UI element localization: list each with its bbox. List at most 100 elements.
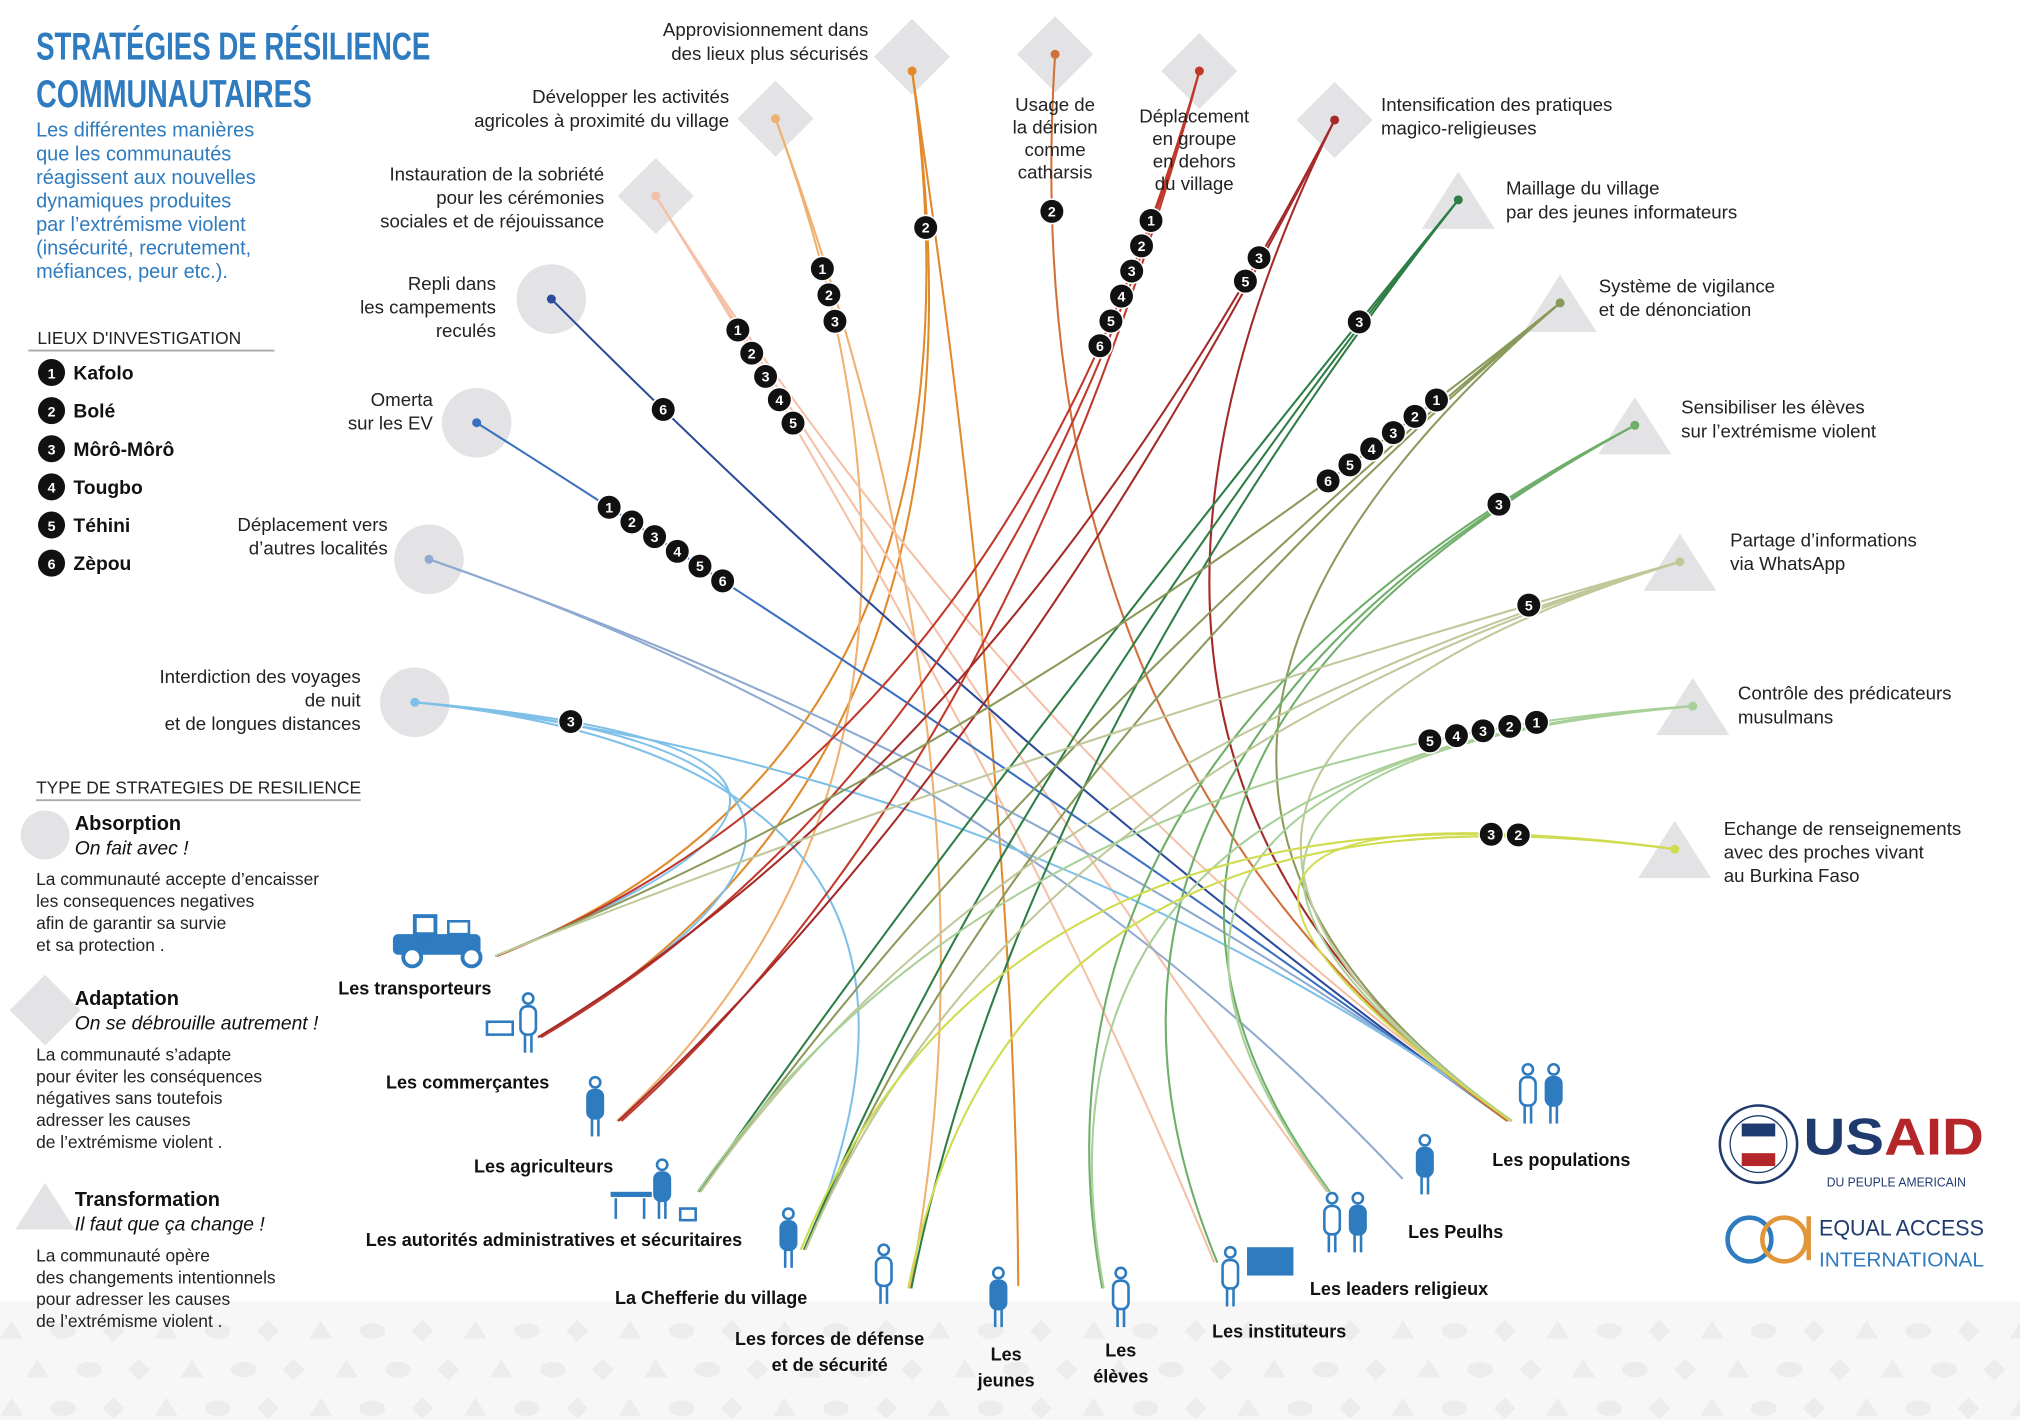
village-badge: 2 [1496,713,1523,740]
type-description-line: La communauté accepte d’encaisser [36,869,319,889]
type-description-line: négatives sans toutefois [36,1088,223,1108]
village-badge-number: 6 [719,574,727,590]
subtitle-text-line: méfiances, peur etc.). [36,261,228,283]
strategy-actor-link [537,119,1336,1039]
type-description-line: pour adresser les causes [36,1289,230,1309]
village-badge-number: 3 [1479,724,1487,740]
village-badge: 2 [1505,821,1532,848]
strategy-label-line: Contrôle des prédicateurs [1738,683,1952,704]
strategy-actor-link [698,199,1460,1193]
village-badge-number: 2 [1138,239,1146,255]
village-badge-number: 2 [1514,828,1522,844]
village-badge-number: 3 [1128,264,1136,280]
village-badges: 2123123456123456321234563531234563512345… [557,198,1550,848]
actor-label: Les instituteurs [1212,1321,1346,1341]
actor-label-line: Les leaders religieux [1310,1279,1488,1299]
strategy-label-line: au Burkina Faso [1724,865,1860,886]
strategy-label-line: magico-religieuses [1381,118,1537,139]
actor-group: Les agriculteurs [474,1075,613,1176]
village-badge-number: 6 [1324,474,1332,490]
type-tagline: On fait avec ! [75,838,189,859]
village-badge: 1 [1423,386,1450,413]
village-badge: 1 [809,255,836,282]
strategy-label-line: sur l’extrémisme violent [1681,420,1877,441]
strategy-label-line: en groupe [1152,128,1236,149]
eai-line1: EQUAL ACCESS [1819,1216,1984,1241]
background-pattern [0,1301,2020,1420]
village-badge-number: 3 [567,715,575,731]
strategy-label-line: pour les cérémonies [436,187,604,208]
village-badge: 3 [1246,244,1273,271]
strategy-actor-link [1275,302,1561,1122]
village-badge: 5 [686,553,713,580]
person-icon [779,1207,798,1268]
strategy-actor-link [550,298,1508,1122]
village-badge-number: 3 [831,314,839,330]
actor-label-line: Les agriculteurs [474,1156,613,1176]
actor-group: Les autorités administratives et sécurit… [366,1158,742,1250]
type-description-line: pour éviter les conséquences [36,1066,262,1086]
village-badge-number: 3 [1255,251,1263,267]
type-description-line: de l’extrémisme violent . [36,1311,222,1331]
type-description-line: des changements intentionnels [36,1267,276,1287]
village-badge: 3 [1470,717,1497,744]
village-badge-number: 6 [659,403,667,419]
village-name: Zèpou [73,554,131,575]
usaid-seal-icon [1718,1104,1799,1185]
type-description-line: La communauté s’adapte [36,1044,231,1064]
person-icon [485,992,538,1053]
strategy-label-line: Instauration de la sobriété [390,164,605,185]
type-description-line: La communauté opère [36,1245,210,1265]
village-badge-number: 3 [651,530,659,546]
actor-label: La Chefferie du village [615,1288,807,1308]
village-name: Tougbo [73,478,143,499]
village-badge-number: 2 [922,221,930,237]
village-badge: 6 [709,567,736,594]
village-badge-number: 6 [1096,339,1104,355]
types-legend: TYPE DE STRATEGIES DE RESILIENCE Absorpt… [9,778,361,1331]
village-badge-number: 5 [1525,598,1533,614]
strategy-label-line: via WhatsApp [1730,553,1845,574]
village-badge-number: 3 [1355,315,1363,331]
strategy-actor-link [496,70,928,958]
strategy-label-line: du village [1155,173,1234,194]
village-badge-number: 3 [1487,827,1495,843]
strategy-actor-link [617,119,1336,1122]
strategy-actor-link [1299,560,1681,1122]
actor-label: Les autorités administratives et sécurit… [366,1230,742,1250]
strategy-label-line: musulmans [1738,706,1833,727]
village-badge-number: 4 [1452,729,1460,745]
village-badge-number: 4 [775,393,783,409]
type-description-line: de l’extrémisme violent . [36,1132,222,1152]
village-badge-number: 4 [1118,289,1126,305]
strategy-label-line: Omerta [371,389,434,410]
actor-group: Les populations [1492,1062,1630,1170]
village-badge: 2 [912,214,939,241]
village-badge-number: 1 [818,262,826,278]
village-badge-number: 5 [1346,458,1354,474]
strategy-label-line: Sensibiliser les élèves [1681,397,1865,418]
actor-label-line: Les [991,1345,1022,1365]
actor-group: La Chefferie du village [615,1207,807,1308]
